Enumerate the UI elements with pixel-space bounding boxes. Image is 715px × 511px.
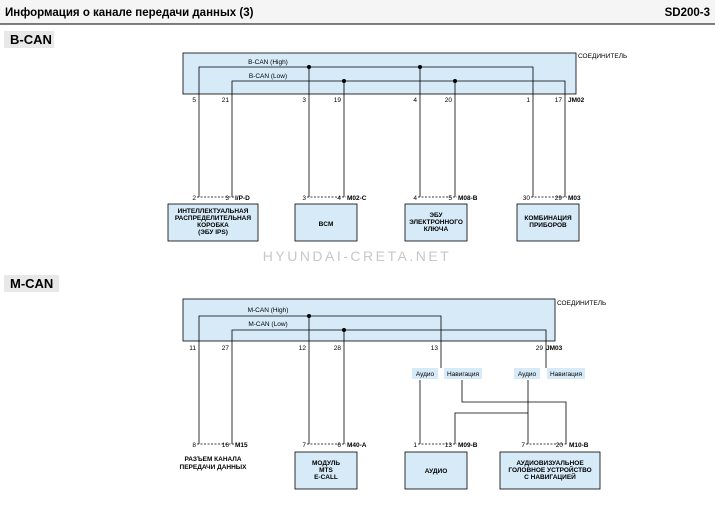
watermark: HYUNDAI-CRETA.NET: [263, 248, 451, 264]
mcan-connector-id: JM03: [546, 345, 563, 352]
bcan-low-label: B-CAN (Low): [249, 73, 287, 80]
audio-tag-bg: [514, 368, 540, 379]
nav-tag: Навигация: [550, 371, 583, 378]
nav-tag-bg: [547, 368, 585, 379]
bcan-pin: 5: [192, 97, 196, 104]
module-connector-id: I/P-D: [235, 195, 250, 202]
module-pin: 29: [555, 195, 563, 202]
module-pin: 16: [222, 442, 230, 449]
module-box-ipd: [167, 203, 259, 242]
module-connector-id: M09-B: [458, 442, 478, 449]
module-connector-id: M10-B: [569, 442, 589, 449]
module-name-line: КОМБИНАЦИЯ: [524, 215, 572, 222]
module-name-line: МОДУЛЬ: [312, 460, 340, 467]
nav-tag: Навигация: [447, 371, 480, 378]
mcan-pin: 27: [222, 345, 230, 352]
module-name-line: MTS: [319, 467, 333, 474]
module-name-line: С НАВИГАЦИЕЙ: [524, 472, 576, 481]
mcan-pin: 11: [189, 345, 196, 352]
module-pin: 6: [337, 442, 341, 449]
bcan-pin: 4: [413, 97, 417, 104]
module-name-line: E-CALL: [314, 474, 338, 481]
module-connector-id: M08-B: [458, 195, 478, 202]
module-box-bcm: [294, 203, 358, 242]
bcan-section-title: B-CAN: [10, 32, 52, 47]
bcan-connector-id: JM02: [568, 97, 585, 104]
module-name-line: BCM: [319, 221, 334, 228]
bcan-pin: 21: [222, 97, 230, 104]
module-name-line: ИНТЕЛЛЕКТУАЛЬНАЯ: [178, 208, 249, 215]
bcan-pin: 19: [334, 97, 342, 104]
mcan-high-label: M-CAN (High): [248, 307, 289, 314]
module-pin: 8: [192, 442, 196, 449]
module-name-line: РАСПРЕДЕЛИТЕЛЬНАЯ: [175, 215, 251, 222]
bcan-pin: 17: [555, 97, 563, 104]
module-pin: 3: [302, 195, 306, 202]
mcan-section-bg: [4, 275, 59, 292]
audio-tag: Аудио: [518, 371, 537, 378]
module-box-cluster: [516, 203, 580, 242]
mcan-pin: 29: [536, 345, 544, 352]
module-name-line: ПЕРЕДАЧИ ДАННЫХ: [180, 464, 248, 471]
module-box-avn: [499, 451, 601, 490]
bcan-section-bg: [4, 31, 54, 48]
module-pin: 30: [523, 195, 531, 202]
module-connector-id: M15: [235, 442, 248, 449]
bcan-high-label: B-CAN (High): [248, 59, 288, 66]
module-box-audio: [404, 451, 468, 490]
mcan-connector-label: СОЕДИНИТЕЛЬ: [557, 300, 606, 307]
bcan-pin: 20: [445, 97, 453, 104]
module-pin: 5: [448, 195, 452, 202]
mcan-pin: 28: [334, 345, 342, 352]
module-name-line: АУДИОВИЗУАЛЬНОЕ: [516, 460, 584, 467]
nav-tag-bg: [444, 368, 482, 379]
module-pin: 2: [192, 195, 196, 202]
module-pin: 7: [302, 442, 306, 449]
module-connector-id: M40-A: [347, 442, 367, 449]
audio-tag-bg: [412, 368, 438, 379]
mcan-section-title: M-CAN: [10, 276, 53, 291]
module-pin: 4: [413, 195, 417, 202]
bcan-pin: 3: [302, 97, 306, 104]
module-pin: 1: [413, 442, 417, 449]
module-name-line: ГОЛОВНОЕ УСТРОЙСТВО: [508, 465, 591, 474]
module-name-line: ЭЛЕКТРОННОГО: [409, 219, 463, 226]
mcan-pin: 12: [299, 345, 307, 352]
module-connector-id: M02-C: [347, 195, 367, 202]
bcan-pin: 1: [526, 97, 530, 104]
module-pin: 7: [521, 442, 525, 449]
header-title: Информация о канале передачи данных (3): [5, 7, 254, 19]
module-box-smartkey: [404, 203, 468, 242]
module-name-line: АУДИО: [425, 468, 448, 475]
header-bar: [0, 0, 715, 24]
mcan-connector-box: [182, 298, 556, 342]
module-name-line: КЛЮЧА: [424, 226, 449, 233]
module-name-line: КОРОБКА: [197, 222, 229, 229]
mcan-pin: 13: [431, 345, 439, 352]
module-name-line: (ЭБУ IPS): [198, 229, 228, 236]
bcan-connector-box: [182, 52, 577, 95]
header-code: SD200-3: [665, 7, 710, 19]
module-box-mts: [294, 451, 358, 490]
mcan-low-label: M-CAN (Low): [248, 321, 287, 328]
module-name-line: ПРИБОРОВ: [529, 222, 567, 229]
module-name-line: РАЗЪЕМ КАНАЛА: [184, 456, 241, 463]
module-name-line: ЭБУ: [429, 212, 443, 219]
module-pin: 20: [556, 442, 564, 449]
bcan-connector-label: СОЕДИНИТЕЛЬ: [578, 53, 627, 60]
module-pin: 13: [445, 442, 453, 449]
module-pin: 4: [337, 195, 341, 202]
audio-tag: Аудио: [416, 371, 435, 378]
module-pin: 3: [225, 195, 229, 202]
module-connector-id: M03: [568, 195, 581, 202]
